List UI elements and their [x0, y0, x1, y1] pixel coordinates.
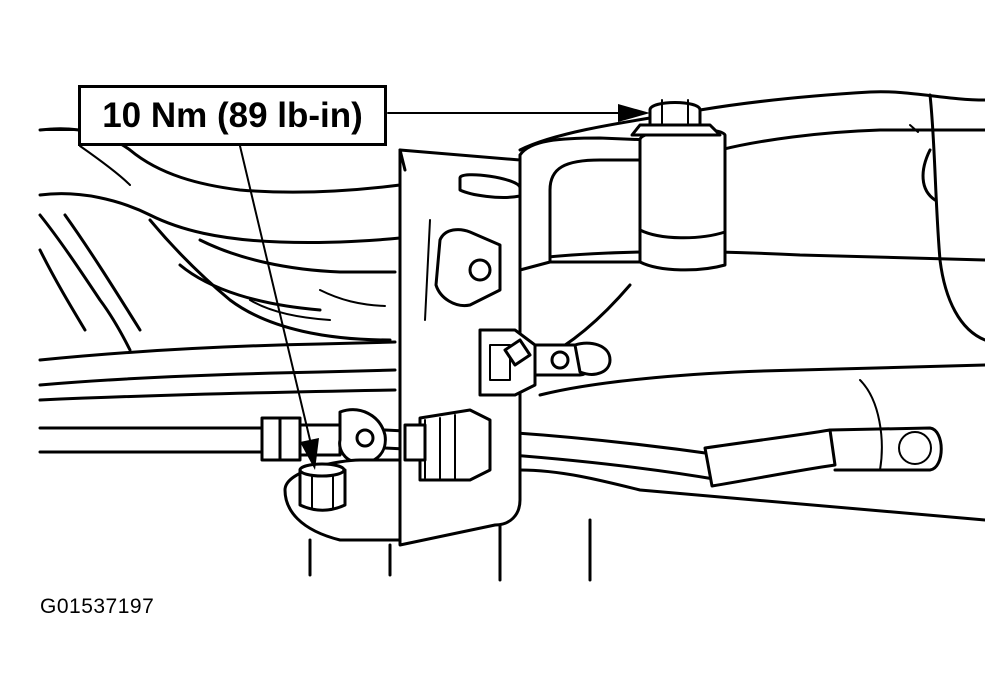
callout-leaders: [39, 104, 650, 470]
retaining-clip: [478, 328, 612, 397]
torque-specification-callout: 10 Nm (89 lb-in): [78, 85, 387, 146]
background-housing: [498, 90, 985, 582]
figure-identifier: G01537197: [40, 595, 155, 618]
upper-bracket: [518, 99, 727, 362]
lower-bolt-flange: [283, 458, 402, 577]
background-hoses: [38, 127, 402, 402]
cable-end-fitting: [403, 408, 492, 482]
